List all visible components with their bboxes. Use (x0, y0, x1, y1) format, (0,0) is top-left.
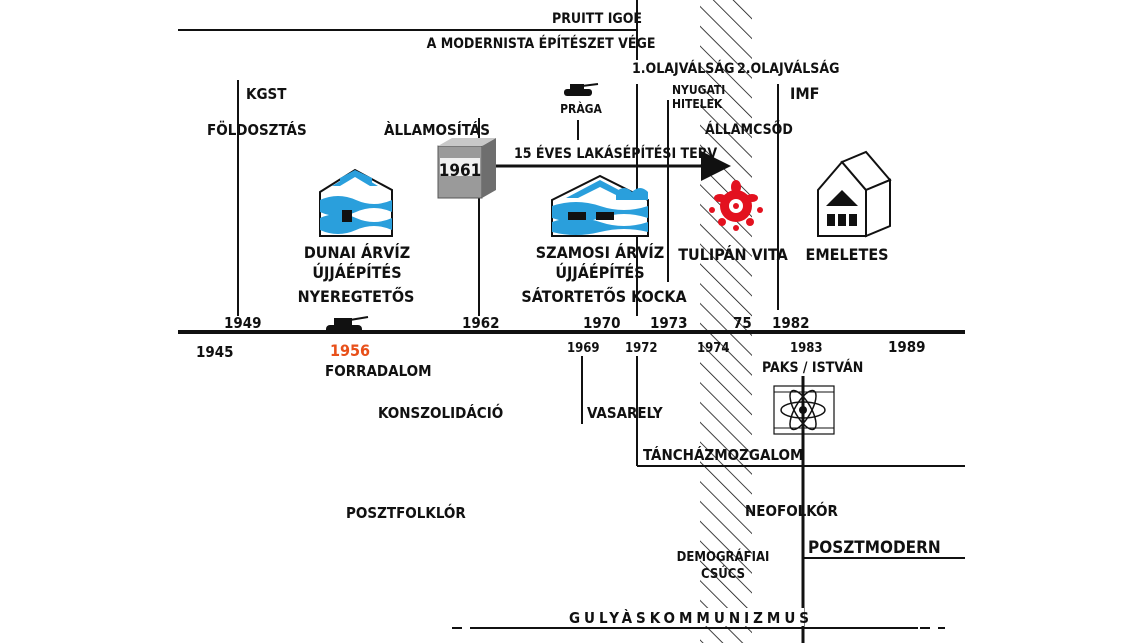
year-1989: 1989 (888, 338, 926, 356)
szamos-rebuild-label: ÚJJÁÉPÍTÉS (555, 263, 644, 282)
danube-rebuild-label: ÚJJÁÉPÍTÉS (312, 263, 401, 282)
szamos-flood-label: SZAMOSI ÁRVÍZ (536, 243, 664, 262)
year-1972: 1972 (625, 341, 658, 356)
saddle-roof-label: NYEREGTETŐS (298, 286, 415, 306)
year-1970: 1970 (583, 314, 621, 332)
demographic-peak-label-2: CSÚCS (701, 566, 745, 582)
imf-label: IMF (790, 84, 820, 103)
oil-crisis-1-label: 1.OLAJVÁLSÁG (632, 60, 734, 77)
flood-house-icon (319, 168, 393, 237)
postmodern-label: POSZTMODERN (808, 538, 941, 558)
year-1962: 1962 (462, 314, 500, 332)
housing-plan-label: 15 ÉVES LAKÁSÉPÍTÉSI TERV (514, 145, 717, 162)
two-storey-house-icon (817, 150, 892, 238)
pruitt-label: PRUITT IGOE (552, 11, 642, 27)
tank-icon (564, 83, 599, 96)
goulash-communism-label: GULYÀSKOMMUNIZMUS (569, 608, 813, 627)
state-bankruptcy-label: ÁLLAMCSŐD (705, 120, 793, 138)
paks-istvan-label: PAKS / ISTVÁN (762, 359, 863, 376)
vasarely-label: VASARELY (587, 404, 663, 422)
year-1945: 1945 (196, 343, 234, 361)
year-1983: 1983 (790, 341, 823, 356)
neofolklore-label: NEOFOLKÓR (745, 501, 839, 520)
atom-seal-icon (773, 385, 835, 435)
crisis-band (700, 0, 752, 643)
panel-building-icon (437, 138, 496, 199)
year-1982: 1982 (772, 314, 810, 332)
kgst-label: KGST (246, 85, 287, 103)
danube-flood-label: DUNAI ÁRVÍZ (304, 243, 410, 262)
year-1949: 1949 (224, 314, 262, 332)
foldosztas-label: FÖLDOSZTÁS (207, 120, 307, 139)
year-75: 75 (733, 314, 752, 332)
western-loans-label-1: NYUGATI (672, 83, 725, 97)
modernist-end-label: A MODERNISTA ÉPÍTÉSZET VÉGE (427, 35, 656, 52)
western-loans-label-2: HITELEK (672, 97, 723, 111)
demographic-peak-label-1: DEMOGRÁFIAI (677, 549, 770, 565)
tulip-icon (709, 180, 763, 231)
tulip-debate-label: TULIPÁN VITA (678, 245, 788, 264)
praga-label: PRÀGA (560, 101, 602, 116)
year-1973: 1973 (650, 314, 688, 332)
oil-crisis-2-label: 2.OLAJVÁLSÁG (737, 60, 839, 77)
multi-storey-label: EMELETES (805, 245, 888, 264)
revolution-label: FORRADALOM (325, 362, 432, 380)
postfolklore-label: POSZTFOLKLÓR (346, 503, 466, 522)
tank-1956-icon (326, 316, 369, 334)
tent-roof-cube-label: SÁTORTETŐS KOCKA (521, 286, 687, 306)
year-1956: 1956 (330, 341, 370, 360)
allamositas-label: ÀLLAMOSÍTÁS (384, 120, 490, 139)
building-year-label: 1961 (439, 161, 482, 181)
year-1974: 1974 (697, 341, 730, 356)
flood-house-2-icon (551, 174, 649, 237)
dance-house-label: TÁNCHÁZMOZGALOM (643, 445, 803, 464)
year-1969: 1969 (567, 341, 600, 356)
consolidation-label: KONSZOLIDÁCIÓ (378, 403, 503, 422)
